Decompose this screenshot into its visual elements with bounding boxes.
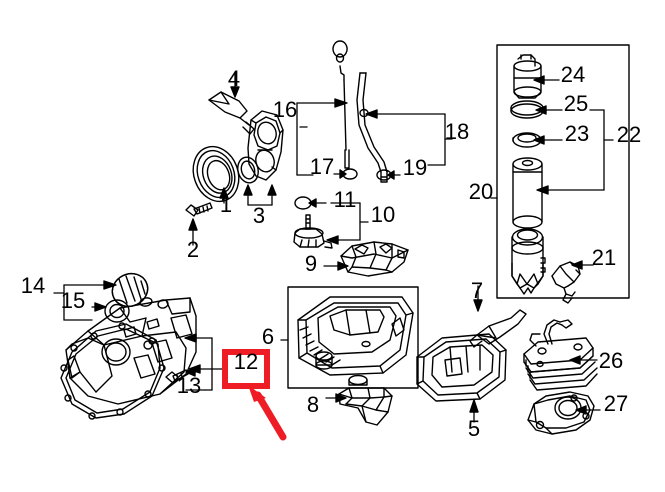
callout-label-6: 6	[262, 324, 274, 349]
callout-label-26: 26	[599, 348, 623, 373]
bracket-14-15	[53, 280, 117, 321]
callout-label-8: 8	[307, 392, 319, 417]
part-26-oil-cooler	[523, 319, 598, 391]
part-22-filter-element	[512, 157, 543, 229]
part-12-gasket	[60, 322, 166, 420]
part-19-oring	[376, 169, 401, 181]
leader-8	[325, 393, 347, 403]
callout-label-24: 24	[561, 62, 585, 87]
highlight-box-12	[222, 349, 270, 389]
leader-5	[469, 399, 479, 423]
part-7-sealant-tube	[469, 309, 527, 348]
leader-26	[569, 355, 598, 365]
leader-7	[473, 285, 483, 312]
callout-label-16: 16	[273, 97, 297, 122]
callout-label-13: 13	[177, 373, 201, 398]
callout-label-27: 27	[604, 391, 628, 416]
leader-27	[575, 405, 601, 415]
leader-24	[533, 75, 560, 85]
callout-label-7: 7	[471, 278, 483, 303]
bracket-18	[365, 109, 453, 166]
part-10-oil-pressure-sensor	[293, 214, 333, 249]
callout-label-21: 21	[592, 245, 616, 270]
part-5-lower-oil-pan	[416, 333, 507, 402]
callout-label-20: 20	[469, 179, 493, 204]
callout-label-18: 18	[445, 119, 469, 144]
callout-label-25: 25	[564, 91, 588, 116]
leader-4	[230, 71, 240, 98]
group-box-20-filter-assembly	[496, 44, 630, 299]
bracket-3	[243, 184, 277, 206]
callout-label-10: 10	[371, 202, 395, 227]
part-9-pickup-tube	[340, 241, 409, 277]
part-17-oring	[333, 168, 358, 180]
callout-label-17: 17	[310, 154, 334, 179]
leader-2	[188, 218, 198, 246]
leader-21	[571, 260, 594, 270]
callout-label-5: 5	[468, 416, 480, 441]
callout-label-1: 1	[220, 192, 232, 217]
callout-label-3: 3	[253, 203, 265, 228]
leader-25	[535, 105, 563, 115]
part-18-dipstick-tube	[356, 72, 388, 183]
callout-label-4: 4	[228, 66, 240, 91]
part-8-oil-baffle	[338, 387, 393, 426]
part-27-cooler-flange	[527, 391, 595, 435]
callout-label-22: 22	[617, 122, 641, 147]
part-24-filter-cap	[513, 54, 542, 99]
part-6-upper-oil-pan	[297, 296, 414, 386]
callout-label-23: 23	[565, 121, 589, 146]
bracket-17	[296, 98, 348, 176]
callout-label-19: 19	[403, 155, 427, 180]
part-13-bolt	[165, 369, 189, 384]
part-2-bolt	[185, 202, 213, 217]
highlight-arrow	[248, 385, 287, 441]
part-20-filter-housing	[511, 228, 546, 295]
part-16-timing-cover	[247, 110, 284, 181]
callout-labels: 1234567891011121314151617181920212223242…	[21, 62, 641, 441]
leader-9	[323, 261, 349, 271]
bracket-22	[536, 109, 614, 195]
callout-label-15: 15	[61, 288, 85, 313]
part-11-oring	[294, 196, 327, 210]
callout-label-11: 11	[334, 187, 357, 212]
part-15-cap-seal	[104, 299, 130, 323]
callout-label-2: 2	[187, 237, 199, 262]
leader-13	[185, 367, 206, 391]
callout-label-12: 12	[234, 349, 258, 374]
leader-23	[533, 135, 563, 145]
leader-1	[219, 187, 229, 204]
part-17-dipstick	[332, 40, 350, 169]
callout-label-14: 14	[21, 273, 45, 298]
callout-label-9: 9	[305, 251, 317, 276]
bracket-10	[326, 202, 369, 245]
leader-12	[184, 333, 226, 391]
